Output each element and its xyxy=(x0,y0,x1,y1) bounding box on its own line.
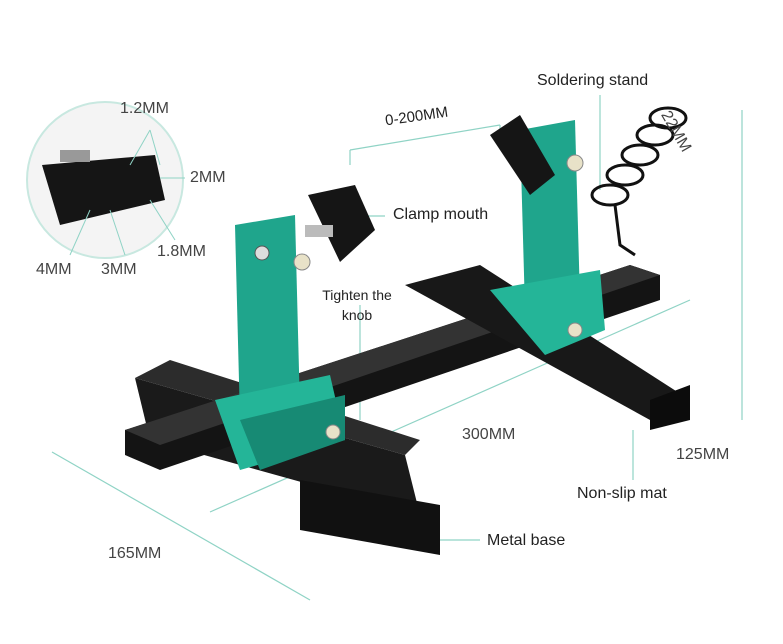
inset-label-2mm: 2MM xyxy=(190,169,226,186)
tighten-knob-label: Tighten the knob xyxy=(322,287,392,323)
clamp-mouth-label: Clamp mouth xyxy=(393,206,489,223)
width-label: 165MM xyxy=(108,545,162,562)
inset-label-4mm: 4MM xyxy=(36,261,72,278)
detail-inset xyxy=(26,101,185,259)
inset-label-3mm: 3MM xyxy=(101,261,137,278)
soldering-stand-label: Soldering stand xyxy=(537,72,649,89)
metal-base xyxy=(125,265,690,555)
metal-base-label: Metal base xyxy=(487,532,566,549)
clamp-jaws xyxy=(305,115,555,262)
inset-label-1-8mm: 1.8MM xyxy=(157,243,206,260)
non-slip-mat-label: Non-slip mat xyxy=(577,485,667,502)
height-label: 125MM xyxy=(676,446,730,463)
left-clamp-post xyxy=(215,215,345,470)
inset-label-1-2mm: 1.2MM xyxy=(120,100,169,117)
length-label: 300MM xyxy=(462,426,516,443)
soldering-stand-coil xyxy=(590,106,688,257)
